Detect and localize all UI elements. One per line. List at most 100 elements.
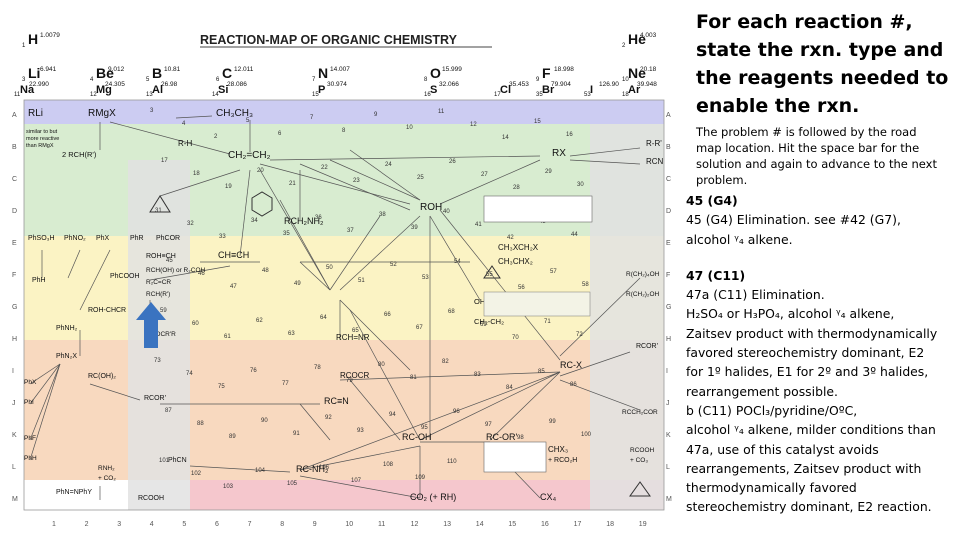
element-mass: 79.904 [551, 81, 571, 88]
reaction-number: 66 [384, 312, 391, 318]
reaction-number: 10 [406, 125, 413, 131]
reaction-number: 37 [347, 228, 354, 234]
row-label-right: D [666, 208, 671, 215]
reaction-arrow [89, 383, 141, 401]
compound-rchr-oh: RCH(R') [146, 291, 170, 298]
benzene-ring-icon [251, 191, 273, 217]
reaction-number: 91 [293, 431, 300, 437]
reaction-arrow [299, 163, 411, 211]
reaction-arrow [29, 363, 61, 385]
column-label: 10 [345, 521, 353, 528]
reaction-arrow [569, 159, 641, 165]
reaction-arrow [29, 363, 61, 441]
row-label-left: J [12, 400, 16, 407]
element-number: 6 [216, 77, 220, 83]
reaction-number: 98 [517, 435, 524, 441]
compound-r-ch-chr: ROH-CHCR [88, 307, 126, 314]
element-symbol: Li [28, 65, 40, 81]
reaction-number: 55 [486, 272, 493, 278]
reaction-number: 32 [187, 221, 194, 227]
compound-ch3xch2x: CH₃XCH₂X [498, 243, 539, 252]
element-mass: 18.998 [554, 66, 574, 73]
reaction-number: 2 [214, 134, 218, 140]
reaction-arrow [439, 209, 561, 361]
reaction-number: 4 [182, 121, 186, 127]
reaction-number: 28 [513, 185, 520, 191]
reaction-number: 57 [550, 269, 557, 275]
element-symbol: Br [542, 84, 555, 96]
reaction-number: 100 [581, 432, 592, 438]
column-label: 19 [639, 521, 647, 528]
carbonyl-reactivity-box [483, 441, 547, 473]
highlight-arrow-icon [136, 302, 166, 348]
element-mass: 1.0079 [40, 32, 60, 39]
compound-rchor: RCH(OH) or R₂COH [146, 267, 206, 274]
compound-similar-note-1: similar to but [26, 129, 58, 135]
reaction-number: 20 [257, 168, 264, 174]
reaction-number: 72 [576, 332, 583, 338]
reaction-number: 75 [218, 384, 225, 390]
compound-similar-note-2: more reactive [26, 136, 59, 142]
reaction-number: 65 [352, 328, 359, 334]
element-symbol: P [318, 84, 325, 96]
reaction-number: 34 [251, 218, 258, 224]
reaction-number: 93 [357, 428, 364, 434]
element-number: 4 [90, 77, 94, 83]
reaction-number: 54 [454, 259, 461, 265]
reaction-arrow [29, 363, 61, 461]
reaction-number: 51 [358, 278, 365, 284]
problem-line-p45-b: alcohol ᵞ₄ alkene. [686, 231, 793, 247]
reaction-arrow [559, 379, 641, 411]
reaction-number: 99 [549, 419, 556, 425]
reaction-arrow [279, 199, 331, 291]
compound-phnx: PhN₂X [56, 353, 77, 360]
reaction-arrow [299, 403, 331, 441]
row-label-right: H [666, 336, 671, 343]
reaction-arrow [429, 215, 481, 301]
compound-rh: R-H [178, 139, 192, 148]
row-label-left: I [12, 368, 14, 375]
element-mass: 28.086 [227, 81, 247, 88]
yellow-band [24, 236, 664, 340]
row-label-left: L [12, 464, 16, 471]
reaction-number: 88 [197, 421, 204, 427]
reaction-number: 8 [342, 128, 346, 134]
compound-rchnh2: RCH₂NH₂ [284, 216, 324, 226]
reaction-number: 44 [571, 232, 578, 238]
reaction-number: 94 [389, 412, 396, 418]
reaction-arrow [299, 261, 331, 291]
column-label: 6 [215, 521, 219, 528]
reaction-number: 108 [383, 462, 394, 468]
reaction-number: 67 [416, 325, 423, 331]
reaction-arrow [339, 215, 421, 291]
compound-phr: PhR [130, 235, 144, 242]
gray-column-right [590, 124, 664, 510]
reaction-arrow [175, 115, 213, 119]
compound-roh-ch: ROH≡CH [146, 253, 176, 260]
element-number: 13 [146, 92, 153, 98]
compound-plus-co2: + CO₂ [98, 475, 116, 482]
compound-ch2ch2: CH₂=CH₂ [228, 150, 271, 161]
compound-rcocr: RCOCR'R [146, 331, 176, 338]
element-mass: 30.974 [327, 81, 347, 88]
reaction-arrow [329, 215, 381, 291]
reaction-number: 96 [453, 409, 460, 415]
row-label-right: J [666, 400, 670, 407]
reaction-number: 35 [283, 231, 290, 237]
reaction-number: 36 [315, 215, 322, 221]
row-label-right: M [666, 496, 672, 503]
problem-line-p47-c: Zaitsev product with thermodynamically [686, 325, 938, 341]
reaction-numbers: 3425678910111214151617181920212223242526… [150, 108, 592, 490]
element-mass: 15.999 [442, 66, 462, 73]
compound-rmgx: RMgX [88, 108, 116, 119]
element-symbol: Na [20, 84, 35, 96]
